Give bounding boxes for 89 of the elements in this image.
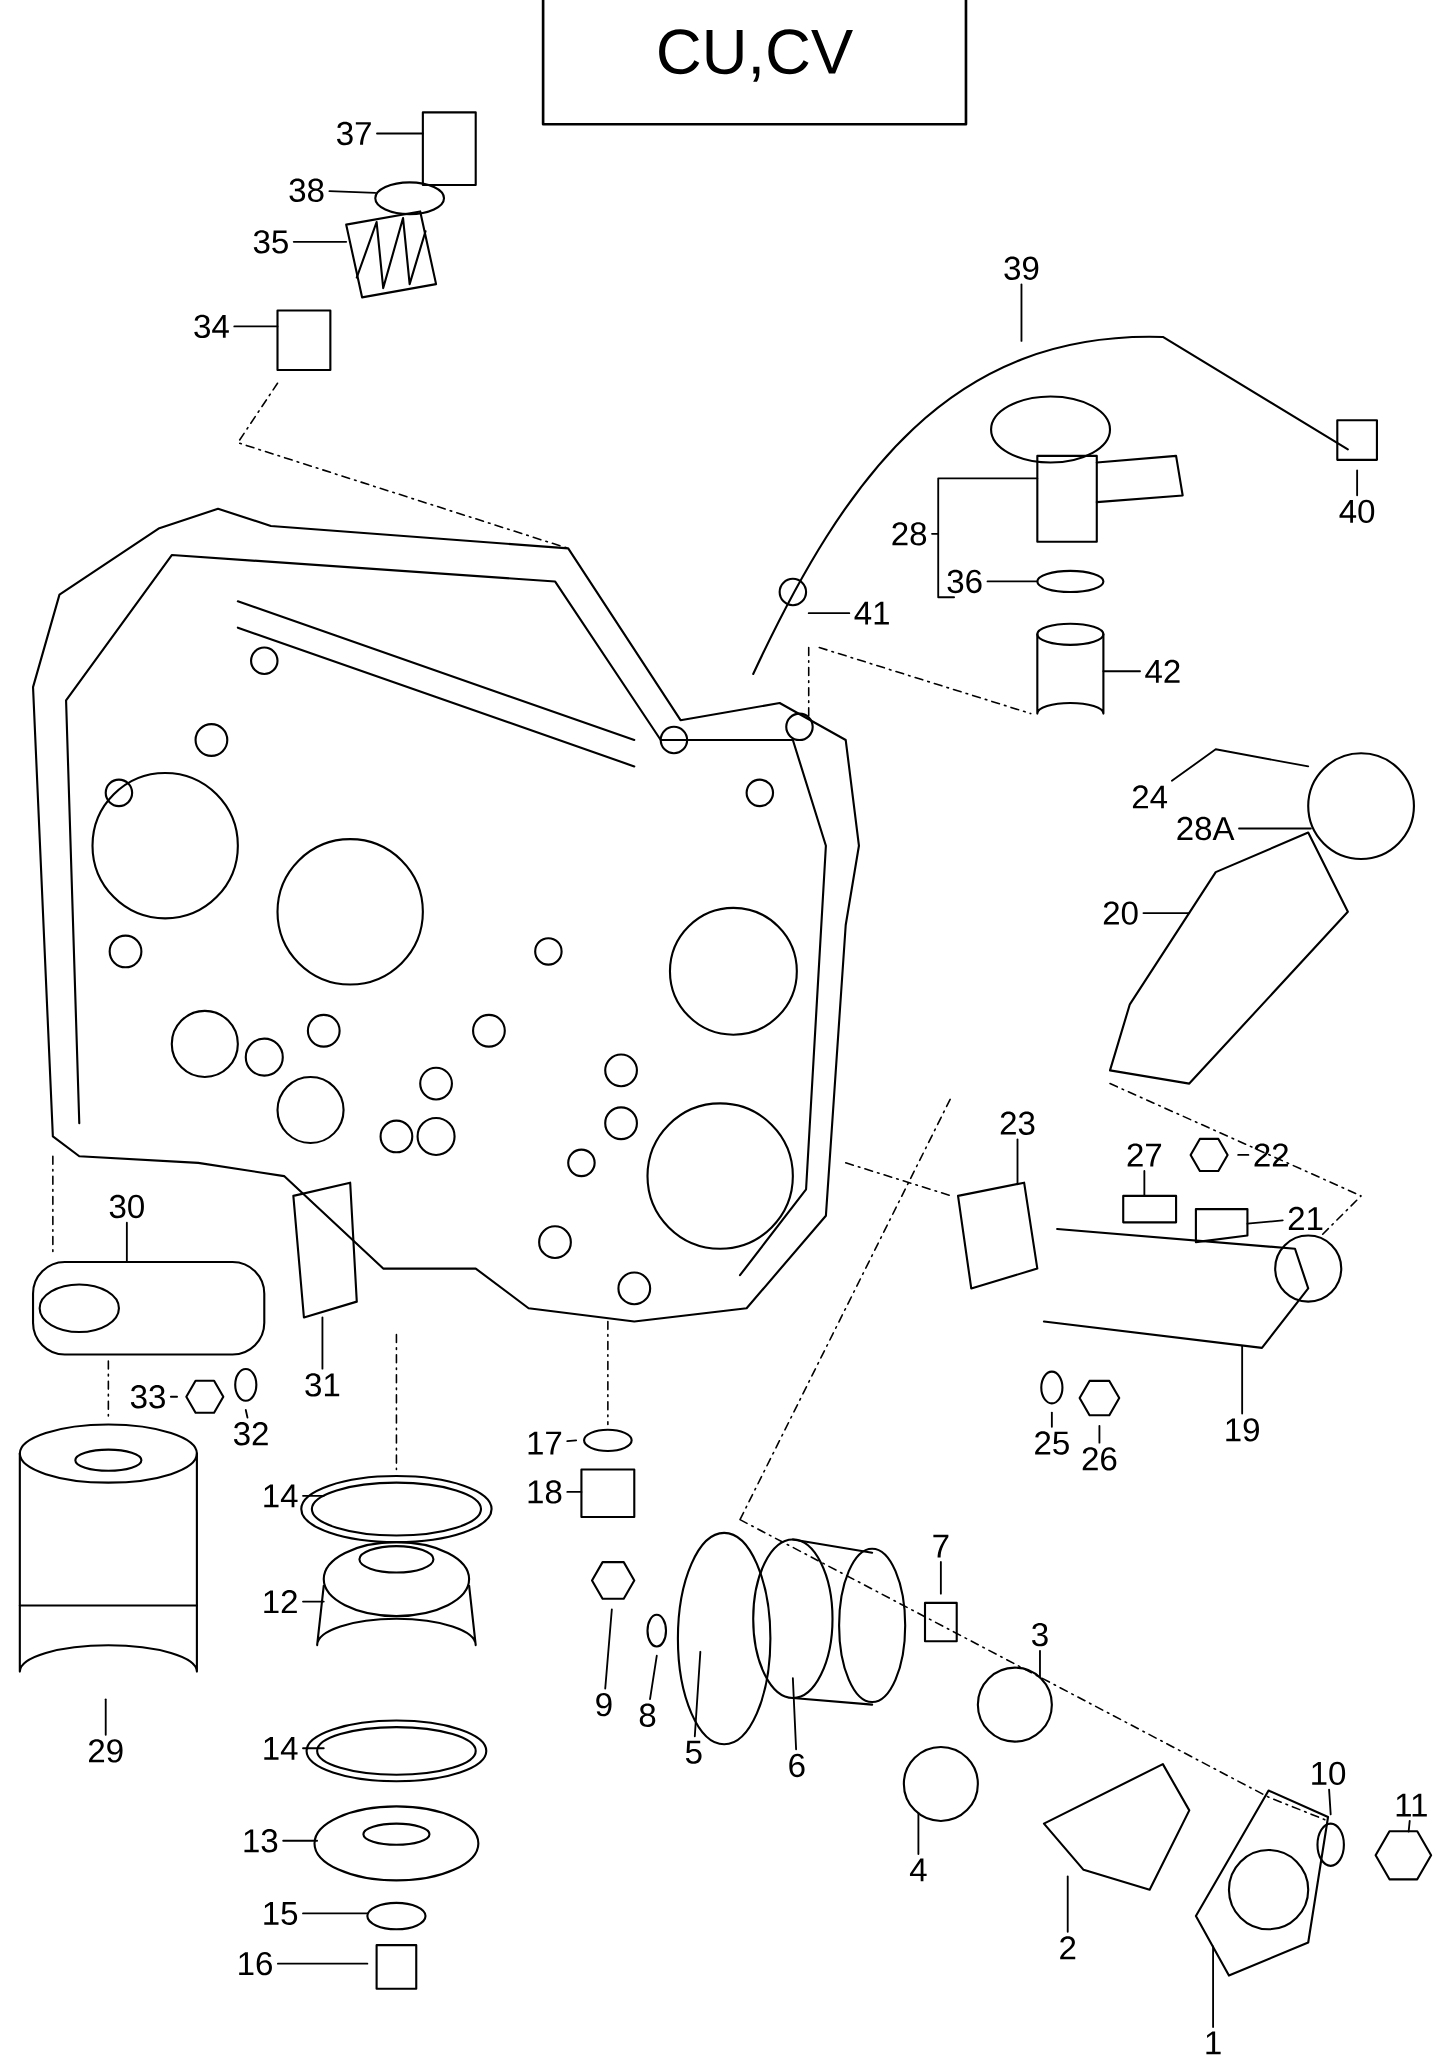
leader-line bbox=[233, 325, 279, 328]
leader-line bbox=[1171, 748, 1310, 782]
callout-number: 25 bbox=[1035, 1431, 1069, 1455]
callout-number: 7 bbox=[933, 1534, 949, 1558]
callout-number: 16 bbox=[239, 1952, 273, 1976]
leader-line bbox=[694, 1650, 702, 1738]
leader-line bbox=[1016, 1138, 1019, 1185]
callout-number: 32 bbox=[234, 1422, 268, 1446]
callout-number: 24 bbox=[1133, 785, 1168, 809]
leader-line bbox=[1238, 827, 1312, 830]
leader-line bbox=[1212, 1945, 1215, 2028]
callout-number: 26 bbox=[1082, 1447, 1117, 1471]
leader-line bbox=[1020, 283, 1023, 342]
leader-line bbox=[604, 1608, 613, 1690]
callout-number: 35 bbox=[253, 230, 289, 254]
leader-line bbox=[566, 1439, 578, 1443]
callout-number: 21 bbox=[1289, 1206, 1323, 1230]
callout-number: 8 bbox=[639, 1703, 656, 1727]
callout-number: 38 bbox=[289, 178, 324, 202]
leader-line bbox=[1102, 670, 1142, 673]
title-box: CU,CV bbox=[541, 0, 968, 126]
callout-number: 4 bbox=[910, 1858, 927, 1882]
leader-line bbox=[1039, 1649, 1042, 1678]
callout-number: 42 bbox=[1145, 659, 1180, 683]
leader-line bbox=[986, 580, 1039, 583]
callout-number: 37 bbox=[337, 121, 371, 146]
leader-line bbox=[302, 1747, 325, 1750]
leader-line bbox=[1356, 469, 1359, 497]
callout-number: 14 bbox=[264, 1736, 298, 1760]
leader-line bbox=[293, 240, 348, 243]
callout-number: 40 bbox=[1339, 499, 1375, 524]
callout-number: 39 bbox=[1004, 256, 1039, 280]
leader-line bbox=[917, 1812, 920, 1855]
callout-number: 36 bbox=[947, 569, 982, 594]
leader-line bbox=[1237, 1154, 1250, 1156]
callout-number: 10 bbox=[1312, 1761, 1346, 1786]
callout-number: 12 bbox=[264, 1590, 297, 1614]
callout-number: 31 bbox=[305, 1373, 340, 1397]
leader-line bbox=[376, 132, 424, 135]
leader-line bbox=[1143, 1170, 1146, 1197]
callout-number: 11 bbox=[1396, 1793, 1427, 1817]
leader-line bbox=[321, 1316, 324, 1370]
leader-line bbox=[792, 1677, 798, 1751]
leader-line bbox=[277, 1962, 369, 1965]
leader-line bbox=[1066, 1875, 1069, 1933]
leader-line bbox=[170, 1395, 179, 1398]
leader-line bbox=[302, 1912, 369, 1915]
callout-number: 41 bbox=[854, 601, 890, 625]
leader-line bbox=[1142, 912, 1191, 915]
leader-line bbox=[302, 1494, 325, 1497]
leader-line bbox=[1241, 1345, 1244, 1415]
leader-line bbox=[807, 612, 851, 615]
leader-line bbox=[1328, 1788, 1332, 1816]
leader-line bbox=[1098, 1424, 1101, 1444]
callout-number: 30 bbox=[109, 1194, 145, 1219]
callout-number: 29 bbox=[89, 1739, 123, 1763]
callout-number: 2 bbox=[1060, 1936, 1076, 1960]
leader-line bbox=[940, 1561, 942, 1595]
callout-number: 22 bbox=[1254, 1143, 1289, 1167]
callout-number: 17 bbox=[528, 1431, 562, 1455]
leader-line bbox=[566, 1491, 583, 1493]
callout-number: 23 bbox=[1000, 1111, 1035, 1135]
callout-number: 34 bbox=[194, 314, 229, 339]
leader-line bbox=[1051, 1411, 1053, 1428]
callout-number: 18 bbox=[528, 1480, 562, 1504]
callout-number: 6 bbox=[789, 1753, 805, 1778]
callout-number: 3 bbox=[1032, 1622, 1048, 1647]
callout-number: 14 bbox=[264, 1484, 298, 1508]
callout-number: 28 bbox=[892, 522, 927, 546]
callout-number: 5 bbox=[686, 1740, 702, 1764]
leader-line bbox=[649, 1654, 658, 1700]
leader-line bbox=[104, 1698, 107, 1736]
leader-line bbox=[282, 1839, 319, 1842]
leader-line bbox=[302, 1600, 325, 1603]
callout-number: 1 bbox=[1206, 2031, 1221, 2055]
callout-number: 9 bbox=[596, 1693, 612, 1717]
leader-line bbox=[126, 1221, 128, 1263]
callout-number: 13 bbox=[244, 1829, 278, 1853]
callout-number: 15 bbox=[264, 1901, 298, 1925]
callout-number: 19 bbox=[1226, 1418, 1260, 1442]
leader-line bbox=[245, 1409, 249, 1419]
callout-number: 27 bbox=[1127, 1143, 1162, 1167]
callout-number: 20 bbox=[1104, 901, 1138, 925]
leader-line bbox=[1246, 1219, 1284, 1225]
callout-number: 28A bbox=[1177, 816, 1235, 841]
leader-line bbox=[328, 190, 377, 194]
leader-line bbox=[1407, 1820, 1411, 1833]
callout-number: 33 bbox=[131, 1385, 166, 1409]
leader-line bbox=[931, 477, 1039, 599]
